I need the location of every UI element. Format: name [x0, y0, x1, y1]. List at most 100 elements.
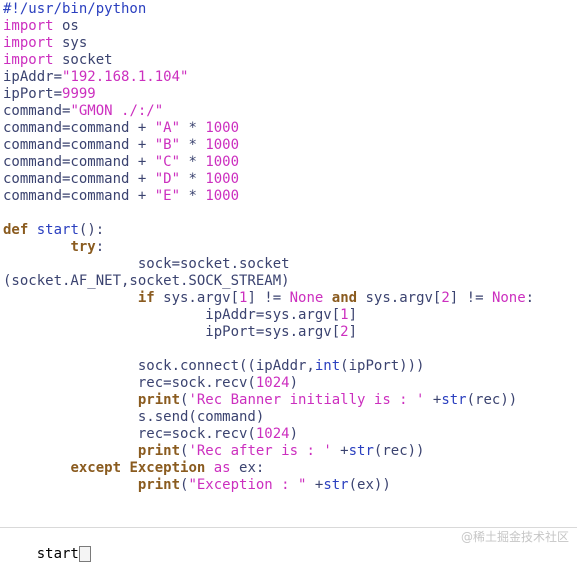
code-line[interactable]: command=command + "E" * 1000 [3, 188, 239, 205]
code-line[interactable]: command=command + "B" * 1000 [3, 137, 239, 154]
code-line[interactable]: import socket [3, 52, 113, 69]
code-line[interactable]: command=command + "D" * 1000 [3, 171, 239, 188]
code-token: "E" [154, 188, 181, 204]
code-token: "B" [154, 137, 181, 153]
code-token: if [137, 290, 155, 306]
code-line[interactable]: rec=sock.recv(1024) [3, 375, 298, 392]
code-token: 1024 [255, 426, 290, 442]
code-token: : [95, 239, 105, 255]
code-token: print [137, 392, 181, 408]
code-token: s.send(command) [3, 409, 265, 425]
code-line[interactable]: print('Rec Banner initially is : ' +str(… [3, 392, 517, 409]
code-token: 1024 [255, 375, 290, 391]
code-token: sock.connect((ipAddr, [3, 358, 315, 374]
code-token: and [331, 290, 358, 306]
code-token [3, 239, 70, 255]
code-token [3, 392, 138, 408]
code-token: * [180, 137, 206, 153]
code-token: str [441, 392, 467, 408]
code-line[interactable]: command=command + "A" * 1000 [3, 120, 239, 137]
code-token: sys.argv[ [357, 290, 442, 306]
code-token [323, 290, 331, 306]
code-line[interactable]: #!/usr/bin/python [3, 1, 146, 18]
code-token: * [180, 154, 206, 170]
code-token: 1 [340, 307, 349, 323]
code-line[interactable]: ipAddr="192.168.1.104" [3, 69, 188, 86]
code-token: "192.168.1.104" [62, 69, 189, 85]
code-line[interactable]: sock=socket.socket [3, 256, 290, 273]
code-token: 2 [340, 324, 349, 340]
status-label: start [36, 546, 79, 562]
code-line[interactable]: try: [3, 239, 104, 256]
code-token: ipAddr= [3, 69, 63, 85]
code-line[interactable]: command=command + "C" * 1000 [3, 154, 239, 171]
code-token: * [180, 188, 206, 204]
code-token: int [314, 358, 341, 374]
code-token: try [70, 239, 96, 255]
code-token: "A" [154, 120, 181, 136]
code-token: None [491, 290, 526, 306]
code-token: ex: [230, 460, 265, 476]
code-line[interactable]: print("Exception : " +str(ex)) [3, 477, 391, 494]
code-token: ( [180, 443, 189, 459]
code-line[interactable]: import os [3, 18, 79, 35]
code-line[interactable]: command="GMON ./:/" [3, 103, 163, 120]
code-line[interactable]: ipPort=9999 [3, 86, 96, 103]
code-token: + [424, 392, 442, 408]
code-token [3, 443, 138, 459]
code-token [205, 460, 213, 476]
code-token: ipPort=sys.argv[ [3, 324, 341, 340]
code-token: "D" [154, 171, 181, 187]
code-line[interactable]: except Exception as ex: [3, 460, 264, 477]
code-token: import [3, 18, 54, 34]
code-token: 1 [239, 290, 248, 306]
code-token: : [525, 290, 535, 306]
code-token: 1000 [205, 188, 240, 204]
code-token: ) [289, 375, 299, 391]
code-token: rec=sock.recv( [3, 426, 256, 442]
code-line[interactable]: ipAddr=sys.argv[1] [3, 307, 357, 324]
code-token: ( [180, 392, 189, 408]
code-token: ) [289, 426, 299, 442]
code-token: #!/usr/bin/python [3, 1, 147, 17]
text-cursor [78, 546, 91, 562]
code-line[interactable]: import sys [3, 35, 87, 52]
code-token: (socket.AF_NET,socket.SOCK_STREAM) [3, 273, 290, 289]
code-token: ] != [449, 290, 492, 306]
code-token: socket [53, 52, 113, 68]
code-token: sys [53, 35, 88, 51]
code-line[interactable]: sock.connect((ipAddr,int(ipPort))) [3, 358, 425, 375]
code-token: print [137, 477, 181, 493]
code-token [3, 460, 70, 476]
code-token: command=command + [3, 154, 155, 170]
code-token: ( [180, 477, 189, 493]
code-token: (ex)) [348, 477, 391, 493]
code-line[interactable]: (socket.AF_NET,socket.SOCK_STREAM) [3, 273, 290, 290]
code-token: 'Rec after is : ' [188, 443, 332, 459]
code-token: str [348, 443, 374, 459]
code-token: os [53, 18, 79, 34]
code-line[interactable]: if sys.argv[1] != None and sys.argv[2] !… [3, 290, 534, 307]
code-token: 1000 [205, 137, 240, 153]
code-token: * [180, 120, 206, 136]
code-line[interactable]: print('Rec after is : ' +str(rec)) [3, 443, 425, 460]
code-token: import [3, 52, 54, 68]
code-token: rec=sock.recv( [3, 375, 256, 391]
code-token: 1000 [205, 120, 240, 136]
code-line[interactable]: rec=sock.recv(1024) [3, 426, 298, 443]
code-token [3, 477, 138, 493]
code-token: sys.argv[ [154, 290, 240, 306]
code-token: ] [348, 324, 358, 340]
code-token: "GMON ./:/" [70, 103, 164, 119]
code-line[interactable]: ipPort=sys.argv[2] [3, 324, 357, 341]
code-token: str [323, 477, 349, 493]
code-token: 'Rec Banner initially is : ' [188, 392, 425, 408]
code-token: (rec)) [373, 443, 425, 459]
code-token: 2 [441, 290, 450, 306]
code-token: sock=socket.socket [3, 256, 290, 272]
code-line[interactable]: def start(): [3, 222, 104, 239]
code-line[interactable]: s.send(command) [3, 409, 264, 426]
code-token: ] [348, 307, 358, 323]
code-token: (): [78, 222, 105, 238]
